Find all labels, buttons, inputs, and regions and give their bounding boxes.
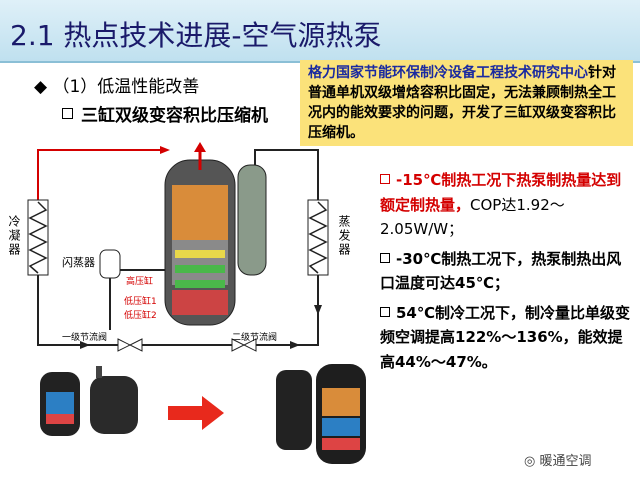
subsection-heading: 三缸双级变容积比压缩机 [62,101,268,126]
cylinder-low2-label: 低压缸2 [124,311,157,321]
cylinder-low1-label: 低压缸1 [124,297,157,307]
condenser-label: 冷凝器 [7,215,21,257]
slide-header [0,0,640,62]
system-diagram: 冷凝器 蒸发器 闪蒸器 一级节流阀 二级节流阀 高压缸 低压缸1 低压缸2 [0,140,372,355]
result-item-1: -15℃制热工况下热泵制热量达到额定制热量，COP达1.92～2.05W/W； [380,171,622,238]
result-item-3: 54℃制冷工况下，制冷量比单级变频空调提高122%～136%，能效提高44%～4… [380,303,631,371]
wechat-icon: ◎ [524,454,540,469]
watermark: ◎ 暖通空调 [524,454,592,469]
valve1-label: 一级节流阀 [62,333,108,343]
flash-tank-label: 闪蒸器 [62,256,95,269]
refrigerant-circuit-svg [27,142,329,352]
evaporator-label: 蒸发器 [337,215,351,257]
checkbox-icon [380,252,390,263]
results-list: -15℃制热工况下热泵制热量达到额定制热量，COP达1.92～2.05W/W； … [380,168,636,379]
compressor-photo-left [34,362,146,448]
checkbox-icon [380,174,390,184]
arrow-right-icon [168,396,224,434]
note-text: 针对普通单机双级增焓容积比固定，无法兼顾制热全工况内的能效要求的问题，开发了三缸… [308,65,616,141]
section-heading: ◆ （1）低温性能改善 [34,77,200,97]
result-item-2: -30℃制热工况下，热泵制热出风口温度可达45℃； [380,249,622,292]
compressor-photo-right [272,358,372,474]
slide-title: 2.1 热点技术进展-空气源热泵 [10,19,382,52]
valve2-label: 二级节流阀 [232,333,278,343]
research-note-box: 格力国家节能环保制冷设备工程技术研究中心针对普通单机双级增焓容积比固定，无法兼顾… [300,60,633,146]
checkbox-icon [380,306,390,317]
checkbox-icon [62,108,73,119]
note-highlight: 格力国家节能环保制冷设备工程技术研究中心 [308,65,588,81]
cylinder-high-label: 高压缸 [126,277,154,287]
